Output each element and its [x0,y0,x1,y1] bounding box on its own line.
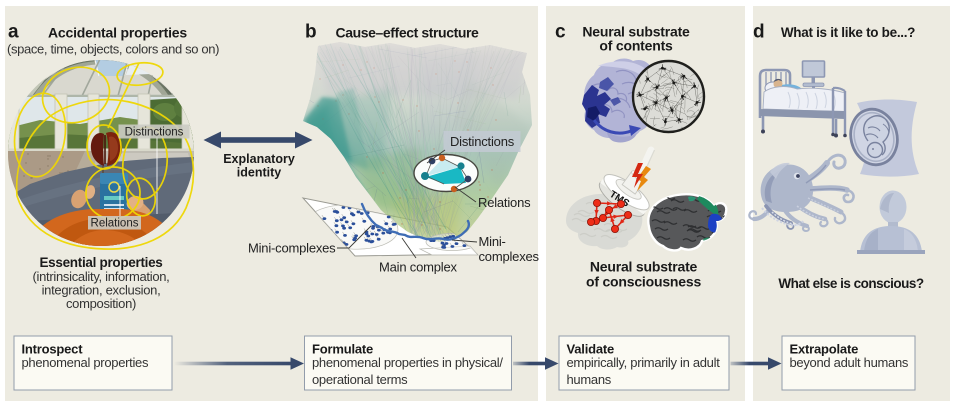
svg-text:composition): composition) [66,296,136,311]
svg-text:(intrinsicality, information,: (intrinsicality, information, [33,269,170,284]
svg-text:Mini-: Mini- [479,234,506,249]
svg-text:d: d [753,22,765,43]
svg-text:Accidental properties: Accidental properties [48,25,187,41]
svg-text:Neural substrate: Neural substrate [590,259,698,275]
svg-text:Neural substrate: Neural substrate [582,24,690,40]
svg-text:Validate: Validate [567,342,615,357]
svg-text:What else is conscious?: What else is conscious? [778,276,924,291]
svg-text:Relations: Relations [91,218,139,230]
svg-text:empirically, primarily in adul: empirically, primarily in adult [567,355,721,370]
svg-text:phenomenal properties: phenomenal properties [22,355,149,370]
svg-text:integration, exclusion,: integration, exclusion, [42,283,161,298]
svg-text:Cause–effect structure: Cause–effect structure [336,25,480,41]
svg-text:humans: humans [567,372,612,387]
svg-text:operational terms: operational terms [312,372,408,387]
svg-text:Introspect: Introspect [22,342,84,357]
svg-text:Main complex: Main complex [379,260,457,275]
svg-text:Explanatory: Explanatory [223,152,295,166]
svg-text:(space, time, objects, colors: (space, time, objects, colors and so on) [7,42,219,57]
svg-text:of contents: of contents [599,38,673,54]
svg-text:beyond adult humans: beyond adult humans [790,355,909,370]
svg-text:of consciousness: of consciousness [586,274,701,290]
svg-text:phenomenal properties in physi: phenomenal properties in physical/ [312,355,503,370]
svg-text:Extrapolate: Extrapolate [790,342,859,357]
svg-text:Formulate: Formulate [312,342,373,357]
svg-text:identity: identity [237,166,281,180]
svg-text:Essential properties: Essential properties [39,255,162,270]
svg-text:Mini-complexes: Mini-complexes [248,241,336,256]
svg-text:c: c [555,22,566,43]
svg-text:Relations: Relations [478,195,531,210]
svg-text:complexes: complexes [479,249,540,264]
svg-text:Distinctions: Distinctions [125,127,184,139]
svg-text:b: b [305,22,317,43]
svg-text:What is it like to be...?: What is it like to be...? [781,25,915,40]
svg-text:a: a [8,22,19,43]
svg-text:Distinctions: Distinctions [450,134,515,149]
